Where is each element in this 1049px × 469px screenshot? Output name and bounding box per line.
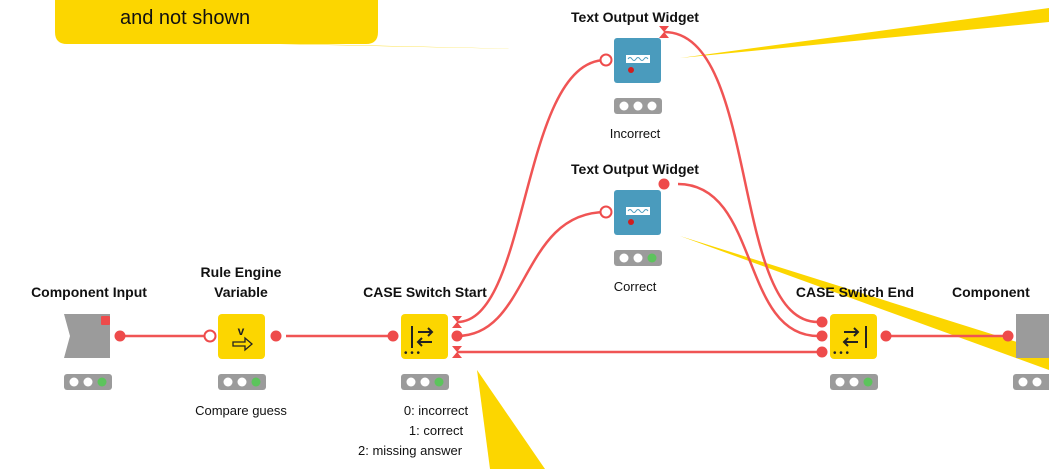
output-port[interactable] <box>658 178 670 190</box>
annotation-pointer-top-right <box>680 8 1049 58</box>
node-title-text-output-top: Text Output Widget <box>571 9 699 25</box>
text-output-icon <box>626 207 650 225</box>
input-port[interactable] <box>387 330 399 342</box>
node-text-output-widget-bottom[interactable] <box>599 178 670 267</box>
svg-text:• • •: • • • <box>833 348 850 359</box>
input-port[interactable] <box>599 53 613 67</box>
connection-text-top-to-end <box>663 30 819 324</box>
node-title-component-output: Component <box>952 284 1030 300</box>
lock-icon <box>101 316 110 325</box>
node-label-rule-engine: Compare guess <box>195 403 287 418</box>
node-label-text-output-bottom: Correct <box>613 279 657 294</box>
node-component-output[interactable] <box>1002 314 1049 390</box>
input-ports[interactable] <box>816 316 828 358</box>
connection-case-to-text-top <box>456 58 607 324</box>
node-label-case-start-0: 0: incorrect <box>403 403 469 418</box>
case-switch-start-icon <box>411 326 434 348</box>
node-title-text-output-bottom: Text Output Widget <box>571 161 699 177</box>
case-switch-end-icon <box>842 326 867 348</box>
input-port[interactable] <box>1002 330 1014 342</box>
node-title-component-input: Component Input <box>31 284 147 300</box>
svg-text:• • •: • • • <box>404 348 421 359</box>
node-title-case-switch-start: CASE Switch Start <box>363 284 487 300</box>
node-title-rule-engine-line1: Rule Engine <box>200 264 282 280</box>
output-ports[interactable] <box>451 316 463 358</box>
connections <box>120 30 1008 354</box>
connection-text-bottom-to-end <box>677 182 819 338</box>
input-port[interactable] <box>599 205 613 219</box>
annotation-callout-top-left <box>55 0 572 50</box>
text-output-icon <box>626 55 650 73</box>
node-label-text-output-top: Incorrect <box>609 126 661 141</box>
callout-text: and not shown <box>120 7 251 29</box>
input-port[interactable] <box>203 329 217 343</box>
node-title-rule-engine-line2: Variable <box>214 284 268 300</box>
output-port[interactable] <box>270 330 282 342</box>
output-port[interactable] <box>880 330 892 342</box>
node-case-switch-end[interactable]: • • • <box>816 314 892 390</box>
node-label-case-start-1: 1: correct <box>408 423 464 438</box>
node-title-case-switch-end: CASE Switch End <box>795 284 915 300</box>
node-text-output-widget-top[interactable] <box>599 26 670 114</box>
connection-case-to-text-bottom <box>456 210 607 338</box>
node-case-switch-start[interactable]: • • • <box>387 314 463 390</box>
node-component-input[interactable] <box>64 314 126 390</box>
output-port[interactable] <box>659 26 669 38</box>
node-rule-engine-variable[interactable]: v <box>203 314 282 390</box>
annotation-pointer-bottom <box>477 370 545 469</box>
output-port[interactable] <box>114 330 126 342</box>
node-label-case-start-2: 2: missing answer <box>358 443 463 458</box>
status-traffic-light <box>1013 374 1049 390</box>
rule-engine-icon: v <box>238 324 245 338</box>
